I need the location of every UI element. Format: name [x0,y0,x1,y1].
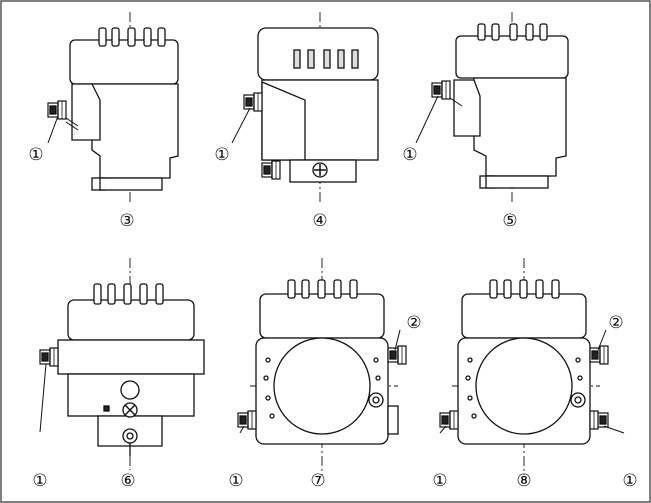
leader-line [439,425,447,434]
leader-line [39,363,47,433]
leader-line [231,107,251,144]
housing-5 [431,12,569,205]
callout-7: ⑦ [310,471,325,491]
callout-1-housing-7: ① [228,471,243,491]
leader-line [394,329,401,351]
callout-2-housing-7: ② [406,313,421,333]
callout-8: ⑧ [516,471,531,491]
housing-4 [243,12,379,205]
leader-line [239,425,245,434]
callout-4: ④ [312,211,327,231]
housing-8 [439,258,609,475]
leader-line [597,329,607,351]
housing-6 [39,258,205,470]
callout-1-housing-6: ① [32,471,47,491]
callout-1-housing-8-left: ① [432,471,447,491]
callout-6: ⑥ [120,471,135,491]
housing-3 [47,12,179,205]
callout-5: ⑤ [502,211,517,231]
leader-line [415,95,439,144]
leader-line [47,115,59,144]
callout-3: ③ [119,211,134,231]
callout-1-housing-3: ① [28,145,43,165]
callout-1-housing-8-right: ① [622,471,637,491]
callout-1-housing-5: ① [402,145,417,165]
leader-line [603,425,625,434]
housing-7 [237,258,407,475]
callout-2-housing-8: ② [608,313,623,333]
callout-1-housing-4: ① [214,145,229,165]
